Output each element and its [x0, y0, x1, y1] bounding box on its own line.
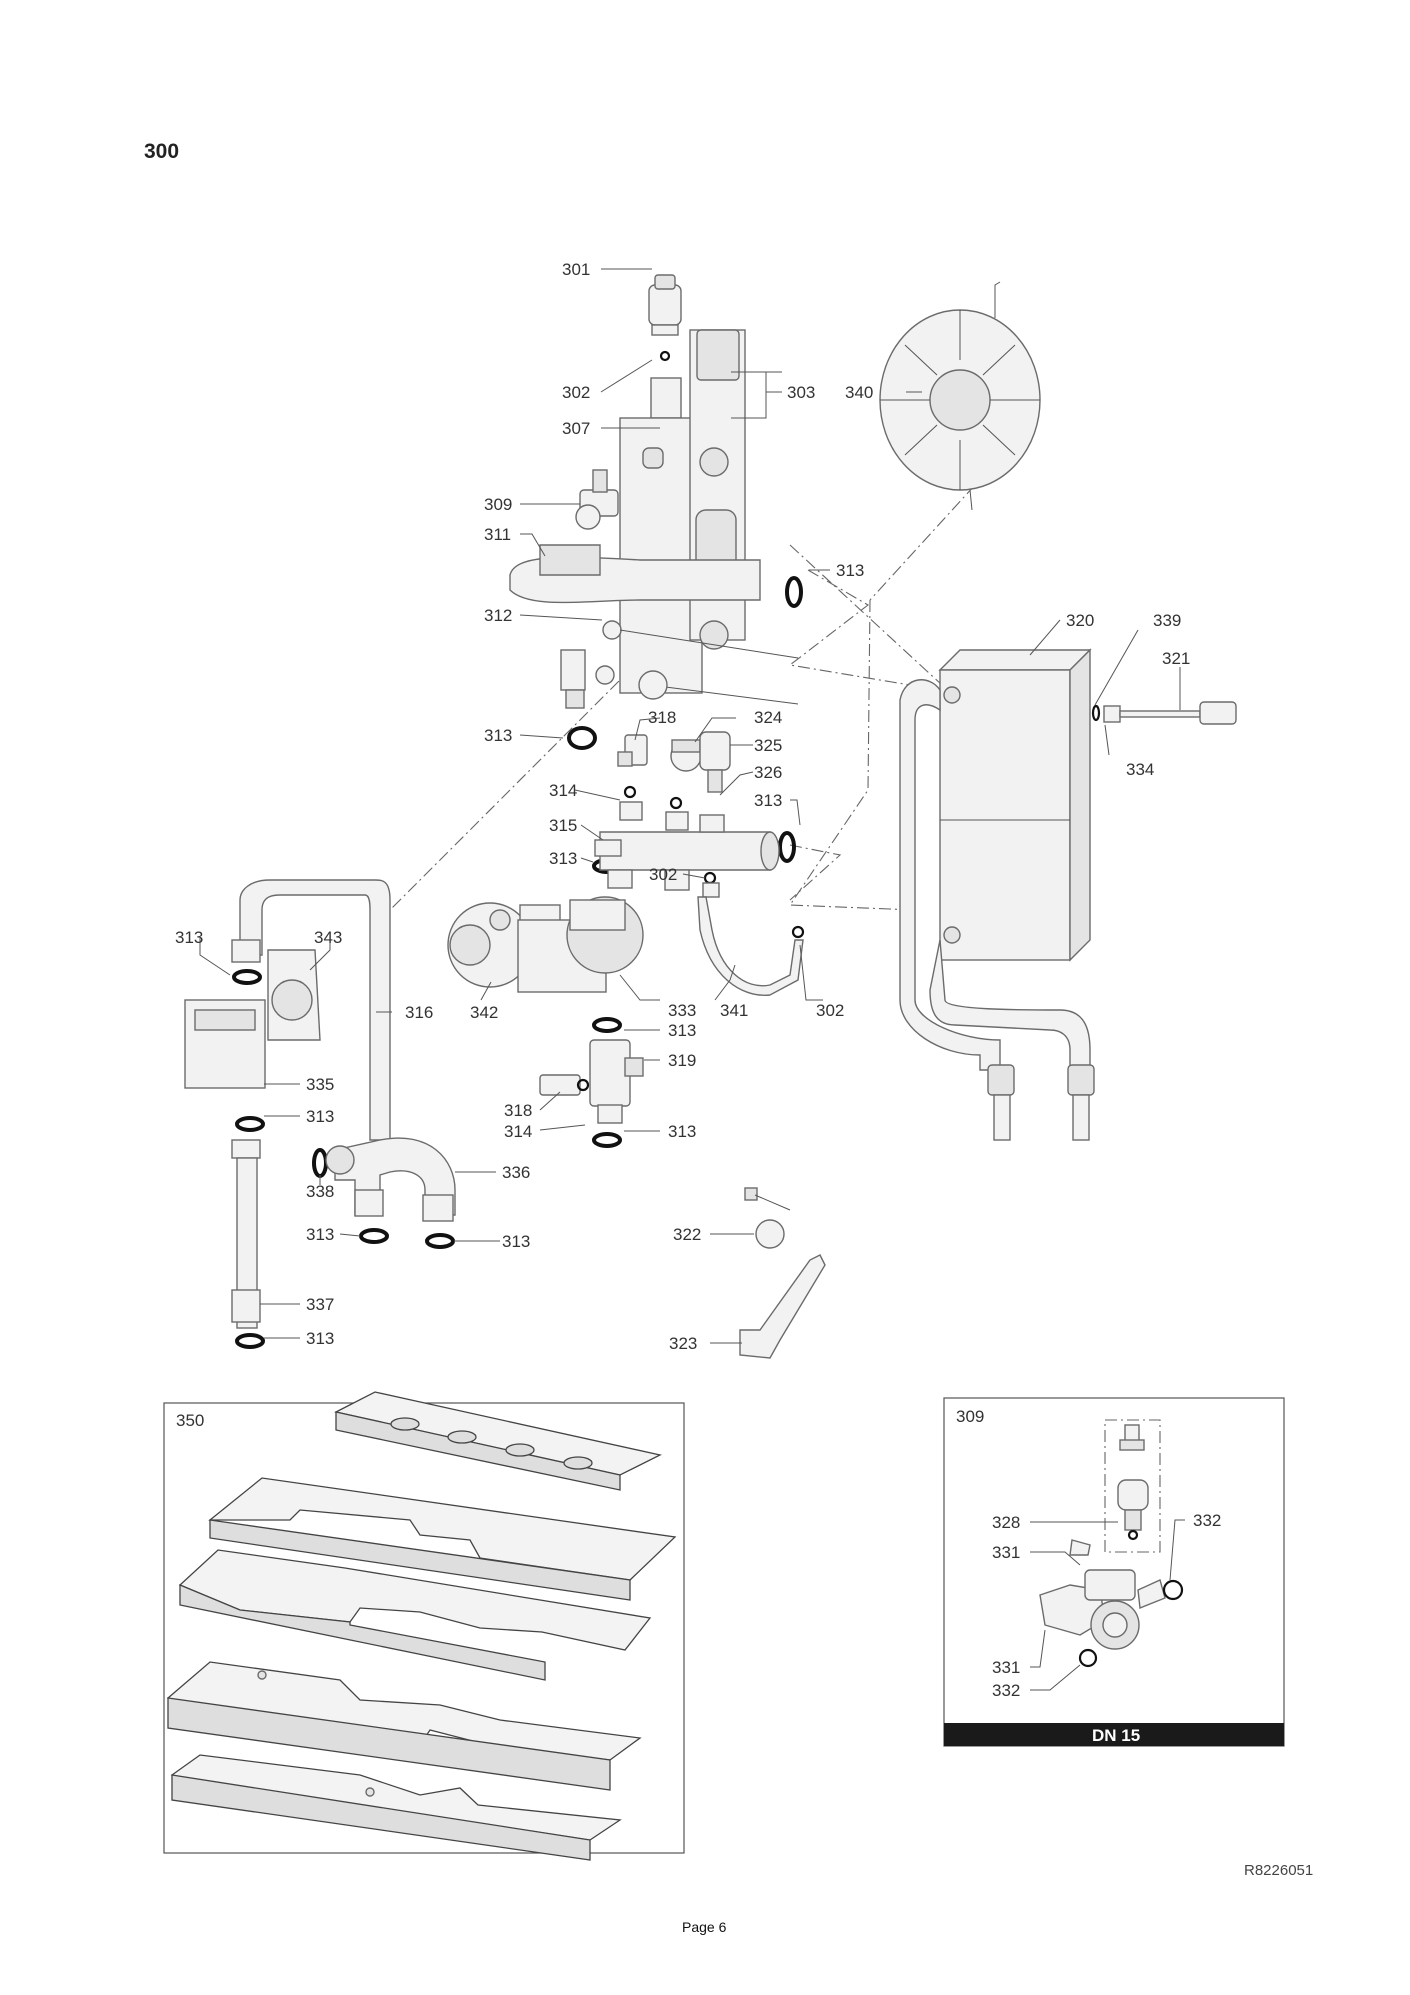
plate-heat-exchanger — [899, 648, 1095, 1141]
main-assembly: 301 302 303 340 307 309 311 313 312 320 … — [175, 260, 1237, 1359]
callout-label: 332 — [1193, 1511, 1221, 1530]
callout-label: 312 — [484, 606, 512, 625]
callout-label: 313 — [754, 791, 782, 810]
callout-label: 313 — [668, 1021, 696, 1040]
callout-label: 303 — [787, 383, 815, 402]
callout-label: 318 — [504, 1101, 532, 1120]
callout-label: 331 — [992, 1658, 1020, 1677]
callout-labels: 301 302 303 340 307 309 311 313 312 320 … — [175, 260, 1190, 1353]
bracket-323 — [739, 1254, 826, 1359]
pressure-sensor — [699, 731, 731, 793]
callout-label: 335 — [306, 1075, 334, 1094]
bypass-fitting-321 — [1091, 701, 1237, 725]
return-pipe — [599, 814, 780, 891]
valve-assembly-309 — [575, 469, 619, 530]
assembly-line — [788, 599, 916, 911]
callout-label: 309 — [484, 495, 512, 514]
page-title: 300 — [144, 140, 180, 163]
callout-label: 328 — [992, 1513, 1020, 1532]
callout-label: 316 — [405, 1003, 433, 1022]
callout-label: 301 — [562, 260, 590, 279]
inset-309-valve-detail: 309 328 332 331 331 332 DN 15 — [943, 1397, 1285, 1747]
callout-label: 338 — [306, 1182, 334, 1201]
expansion-vessel — [879, 281, 1041, 511]
callout-label: 340 — [845, 383, 873, 402]
assembly-line — [789, 844, 842, 901]
callout-label: 332 — [992, 1681, 1020, 1700]
callout-label: 333 — [668, 1001, 696, 1020]
callout-label: 336 — [502, 1163, 530, 1182]
callout-label: 313 — [484, 726, 512, 745]
assembly-line — [788, 569, 941, 691]
callout-label: 307 — [562, 419, 590, 438]
callout-label: 320 — [1066, 611, 1094, 630]
callout-label: 313 — [549, 849, 577, 868]
callout-label: 323 — [669, 1334, 697, 1353]
assembly-line — [379, 649, 651, 921]
callout-label: 314 — [549, 781, 577, 800]
callout-label: 343 — [314, 928, 342, 947]
document-reference: R8226051 — [1244, 1862, 1314, 1879]
callout-label: 313 — [306, 1329, 334, 1348]
callout-label: 339 — [1153, 611, 1181, 630]
callout-label: 318 — [648, 708, 676, 727]
assembly-line — [869, 484, 976, 601]
fitting-tee — [589, 1039, 644, 1124]
callout-label: 313 — [668, 1122, 696, 1141]
callout-label: 311 — [484, 525, 511, 544]
callout-label: 302 — [562, 383, 590, 402]
callout-label: 321 — [1162, 649, 1190, 668]
sensor-screw — [602, 620, 799, 705]
callout-label: 313 — [306, 1225, 334, 1244]
pressure-switch — [670, 739, 702, 772]
left-pipe-assembly — [184, 879, 456, 1329]
callout-label: 313 — [175, 928, 203, 947]
page-number: Page 6 — [682, 1919, 727, 1935]
automatic-air-vent — [648, 274, 682, 336]
callout-label: 326 — [754, 763, 782, 782]
callout-label: 324 — [754, 708, 782, 727]
callout-label: 319 — [668, 1051, 696, 1070]
flexible-hose — [697, 896, 804, 996]
clip-322 — [744, 1187, 791, 1249]
hydraulic-manifold — [619, 329, 746, 694]
callout-label: 325 — [754, 736, 782, 755]
inset-label: 350 — [176, 1411, 204, 1430]
dn-bar — [944, 1723, 1284, 1746]
callout-label: 337 — [306, 1295, 334, 1314]
leader-lines — [199, 268, 1181, 1344]
callout-label: 313 — [502, 1232, 530, 1251]
callout-label: 342 — [470, 1003, 498, 1022]
inset-350-insulation: 350 — [163, 1391, 685, 1861]
callout-label: 315 — [549, 816, 577, 835]
callout-label: 313 — [306, 1107, 334, 1126]
callout-label: 302 — [649, 865, 677, 884]
callout-label: 302 — [816, 1001, 844, 1020]
inset-label: 309 — [956, 1407, 984, 1426]
dn-bar-label: DN 15 — [1092, 1726, 1140, 1745]
callout-label: 341 — [720, 1001, 748, 1020]
callout-label: 314 — [504, 1122, 532, 1141]
callout-label: 334 — [1126, 760, 1154, 779]
pump-motor — [517, 896, 644, 993]
callout-label: 313 — [836, 561, 864, 580]
callout-label: 322 — [673, 1225, 701, 1244]
callout-label: 331 — [992, 1543, 1020, 1562]
